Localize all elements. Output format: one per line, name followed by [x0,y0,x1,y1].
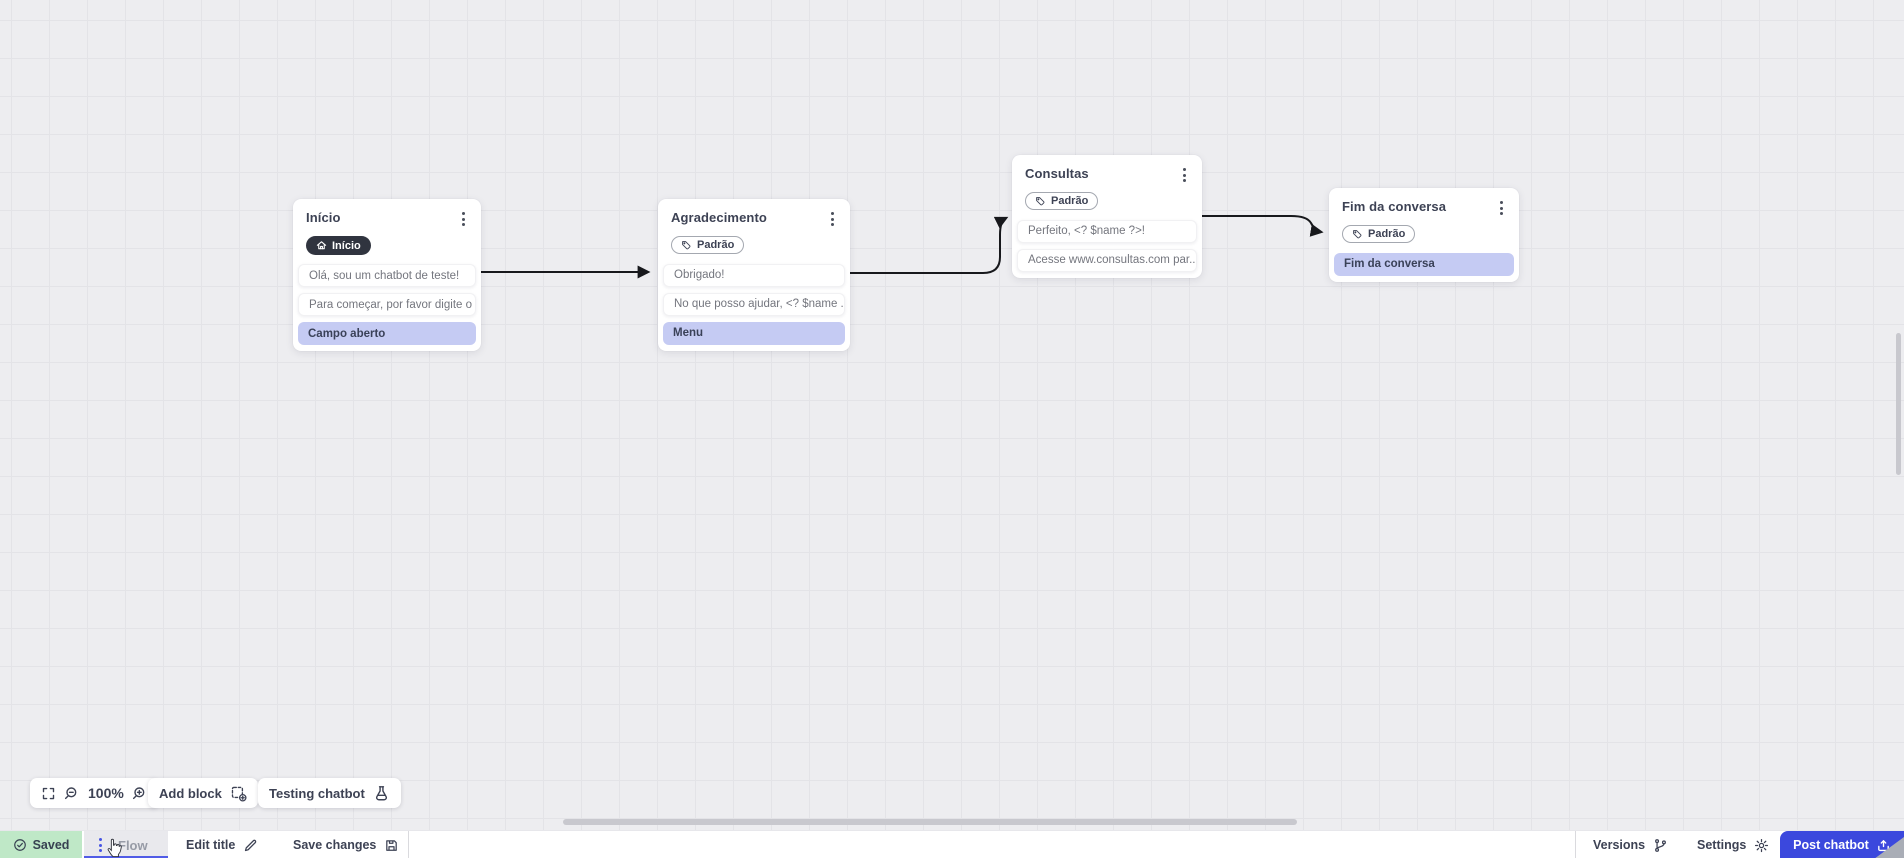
add-block-button[interactable]: Add block [148,778,258,808]
home-icon [316,241,327,250]
zoom-in-icon[interactable] [132,785,148,801]
tag-icon [682,240,691,249]
statusbar: Saved Flow Edit title Save changes Versi… [0,830,1904,858]
end-block[interactable]: Fim da conversa [1334,252,1514,276]
gear-icon [1755,838,1769,852]
tag-icon [1036,196,1045,205]
node-title: Fim da conversa [1342,199,1447,214]
versions-button[interactable]: Versions [1593,831,1668,858]
node-agradecimento[interactable]: Agradecimento Padrão Obrigado! No que po… [658,199,850,351]
kebab-icon[interactable] [1180,166,1189,184]
message-bubble[interactable]: Obrigado! [663,263,845,287]
corner-fold [1874,837,1904,858]
node-fim-da-conversa[interactable]: Fim da conversa Padrão Fim da conversa [1329,188,1519,282]
statusbar-divider [408,831,409,858]
edit-title-button[interactable]: Edit title [186,831,258,858]
add-block-icon [231,786,247,802]
save-icon [386,839,398,851]
statusbar-divider [1575,831,1576,858]
message-bubble[interactable]: Acesse www.consultas.com par... [1017,248,1197,272]
node-title: Início [306,210,341,225]
zoom-out-icon[interactable] [64,785,80,801]
kebab-icon[interactable] [828,210,837,228]
open-field-block[interactable]: Campo aberto [298,322,476,345]
save-changes-button[interactable]: Save changes [293,831,399,858]
menu-block[interactable]: Menu [663,321,845,345]
tag-icon [1353,229,1362,238]
zoom-toolbar: 100% [30,778,159,808]
kebab-icon[interactable] [1497,199,1506,217]
saved-status-badge: Saved [0,831,82,858]
node-title: Consultas [1025,166,1089,181]
tag-badge: Padrão [671,236,745,254]
flow-kebab-icon[interactable] [96,836,105,854]
tag-badge: Padrão [1025,192,1099,210]
kebab-icon[interactable] [459,210,468,228]
message-bubble[interactable]: Perfeito, <? $name ?>! [1017,219,1197,243]
message-bubble[interactable]: Para começar, por favor digite o ... [298,293,476,316]
connection-consultas-fim[interactable] [1202,215,1324,237]
flask-icon [375,785,387,800]
settings-button[interactable]: Settings [1697,831,1769,858]
vertical-scrollbar[interactable] [1896,333,1901,475]
fullscreen-icon[interactable] [41,786,56,801]
connection-agradecimento-consultas[interactable] [850,216,1009,274]
pencil-icon [245,839,257,851]
horizontal-scrollbar[interactable] [563,819,1297,825]
node-inicio[interactable]: Início Início Olá, sou um chatbot de tes… [293,199,481,351]
start-badge: Início [306,236,371,255]
tab-flow[interactable]: Flow [84,831,168,858]
post-chatbot-button[interactable]: Post chatbot [1780,831,1904,858]
git-branch-icon [1655,838,1667,852]
message-bubble[interactable]: Olá, sou um chatbot de teste! [298,264,476,287]
tag-badge: Padrão [1342,225,1416,243]
node-title: Agradecimento [671,210,767,225]
message-bubble[interactable]: No que posso ajudar, <? $name ... [663,292,845,316]
testing-chatbot-button[interactable]: Testing chatbot [258,778,401,808]
zoom-level: 100% [88,785,124,801]
node-consultas[interactable]: Consultas Padrão Perfeito, <? $name ?>! … [1012,155,1202,278]
check-circle-icon [13,839,26,851]
